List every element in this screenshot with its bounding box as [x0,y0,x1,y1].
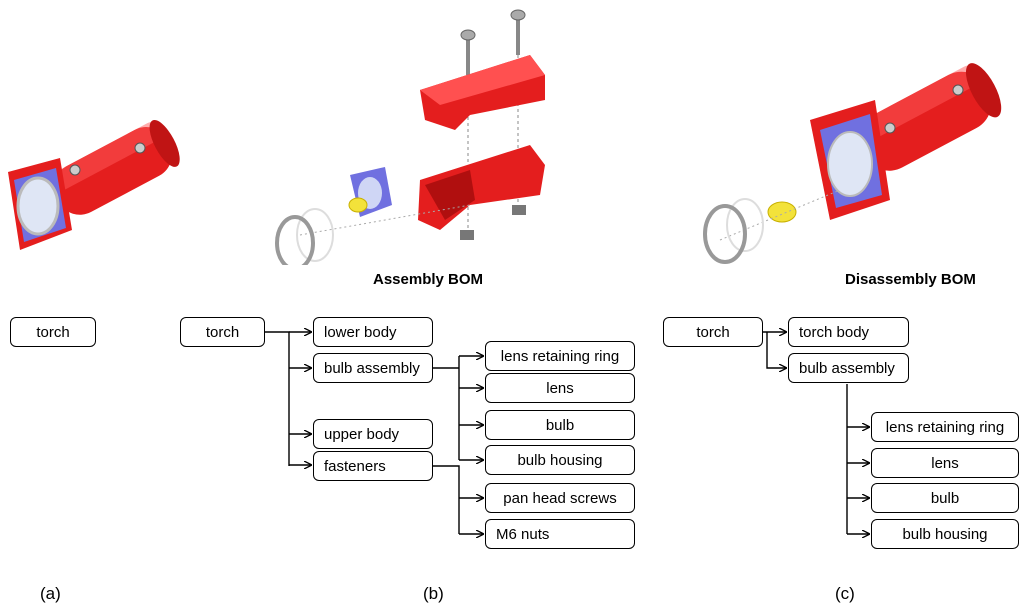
c-torch-body-node: torch body [788,317,909,347]
c-torch-node: torch [663,317,763,347]
b-lens-retaining-ring-node: lens retaining ring [485,341,635,371]
b-pan-head-screws-node: pan head screws [485,483,635,513]
torch-exploded-illustration [275,9,545,265]
c-lens-node: lens [871,448,1019,478]
disassembly-bom-caption: Disassembly BOM [845,271,976,288]
torch-disassembly-illustration [703,63,1002,264]
assembly-bom-caption: Assembly BOM [373,271,484,288]
b-m6-nuts-node: M6 nuts [485,519,635,549]
panel-label-a: (a) [40,584,61,603]
c-bulb-assembly-node: bulb assembly [788,353,909,383]
b-bulb-assembly-node: bulb assembly [313,353,433,383]
b-upper-body-node: upper body [313,419,433,449]
c-lens-retaining-ring-node: lens retaining ring [871,412,1019,442]
b-torch-node: torch [180,317,265,347]
panel-label-c: (c) [835,584,855,603]
c-bulb-housing-node: bulb housing [871,519,1019,549]
b-lower-body-node: lower body [313,317,433,347]
b-bulb-node: bulb [485,410,635,440]
torch-assembled-illustration [8,120,180,250]
panel-label-b: (b) [423,584,444,603]
a-torch-node: torch [10,317,96,347]
b-lens-node: lens [485,373,635,403]
b-fasteners-node: fasteners [313,451,433,481]
b-bulb-housing-node: bulb housing [485,445,635,475]
c-bulb-node: bulb [871,483,1019,513]
